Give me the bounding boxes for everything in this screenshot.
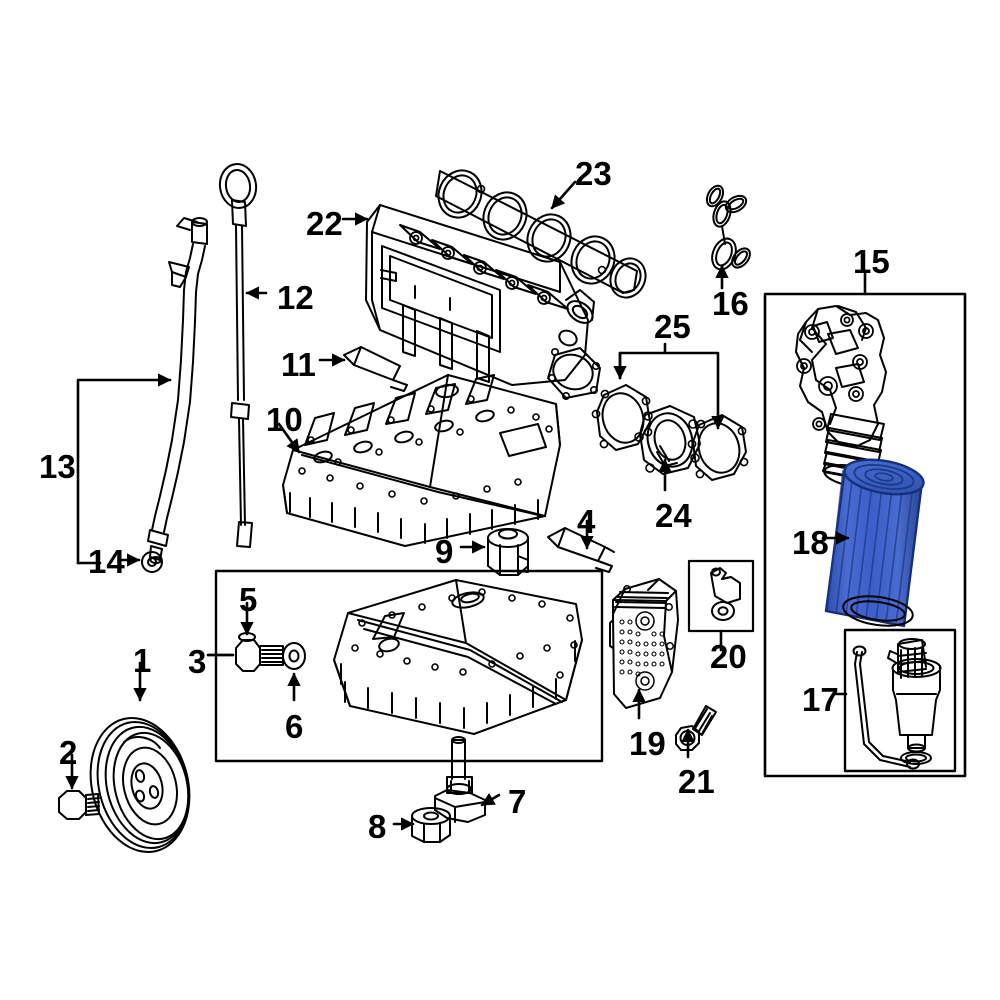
part-drain-plug-washer <box>282 642 306 670</box>
callout-18[interactable]: 18 <box>792 524 829 561</box>
leader-23 <box>550 180 577 210</box>
part-intake-manifold <box>365 204 601 400</box>
part-upper-oil-pan <box>282 374 561 547</box>
part-pulley-bolt <box>58 790 100 820</box>
leader-25 <box>618 342 718 428</box>
part-oil-filter-oring <box>842 595 914 627</box>
callout-23[interactable]: 23 <box>575 155 612 192</box>
callout-17[interactable]: 17 <box>802 681 839 718</box>
part-oil-level-sensor-grommet <box>411 807 451 843</box>
callout-15[interactable]: 15 <box>853 243 890 280</box>
part-crankshaft-pulley <box>89 717 191 853</box>
part-sealant-tube-small <box>343 346 408 392</box>
leader-7 <box>480 793 501 807</box>
part-oil-pressure-switch <box>487 528 529 576</box>
callout-11[interactable]: 11 <box>281 346 316 383</box>
callout-12[interactable]: 12 <box>277 279 314 316</box>
part-vacuum-pump-flange <box>634 405 701 475</box>
callout-19[interactable]: 19 <box>629 725 666 762</box>
callout-25[interactable]: 25 <box>654 308 691 345</box>
part-lower-oil-pan <box>333 579 583 735</box>
callout-9[interactable]: 9 <box>435 533 454 570</box>
part-oil-cooler-gasket-kit <box>710 567 741 621</box>
part-engine-oil-cooler <box>609 578 679 709</box>
callout-4[interactable]: 4 <box>577 503 596 540</box>
callout-14[interactable]: 14 <box>88 543 125 580</box>
part-oil-filter-element <box>824 458 925 628</box>
part-vacuum-pump-gasket-left <box>591 384 653 451</box>
leader-13 <box>76 380 170 565</box>
leader-10 <box>277 422 301 454</box>
part-oil-filter-cap <box>852 638 942 770</box>
callout-1[interactable]: 1 <box>133 642 152 679</box>
part-oil-filter-housing-seal-kit <box>705 184 751 271</box>
callout-21[interactable]: 21 <box>678 763 715 800</box>
part-oil-level-sensor <box>434 736 486 823</box>
part-oil-level-dipstick <box>218 163 258 548</box>
callout-16[interactable]: 16 <box>712 285 749 322</box>
callout-22[interactable]: 22 <box>306 205 343 242</box>
callout-6[interactable]: 6 <box>285 708 304 745</box>
callout-24[interactable]: 24 <box>655 497 692 534</box>
callout-13[interactable]: 13 <box>39 448 76 485</box>
part-sealant-tube-large <box>547 527 615 573</box>
callout-8[interactable]: 8 <box>368 808 387 845</box>
callout-3[interactable]: 3 <box>188 643 207 680</box>
callout-2[interactable]: 2 <box>59 734 78 771</box>
callout-10[interactable]: 10 <box>266 401 303 438</box>
part-dipstick-tube-assembly <box>147 217 208 564</box>
part-intake-manifold-gasket <box>435 169 647 299</box>
part-dipstick-tube-seal <box>141 551 163 573</box>
part-oil-cooler-bolt <box>675 705 717 751</box>
callout-7[interactable]: 7 <box>508 783 527 820</box>
callout-20[interactable]: 20 <box>710 638 747 675</box>
callout-5[interactable]: 5 <box>239 581 258 618</box>
